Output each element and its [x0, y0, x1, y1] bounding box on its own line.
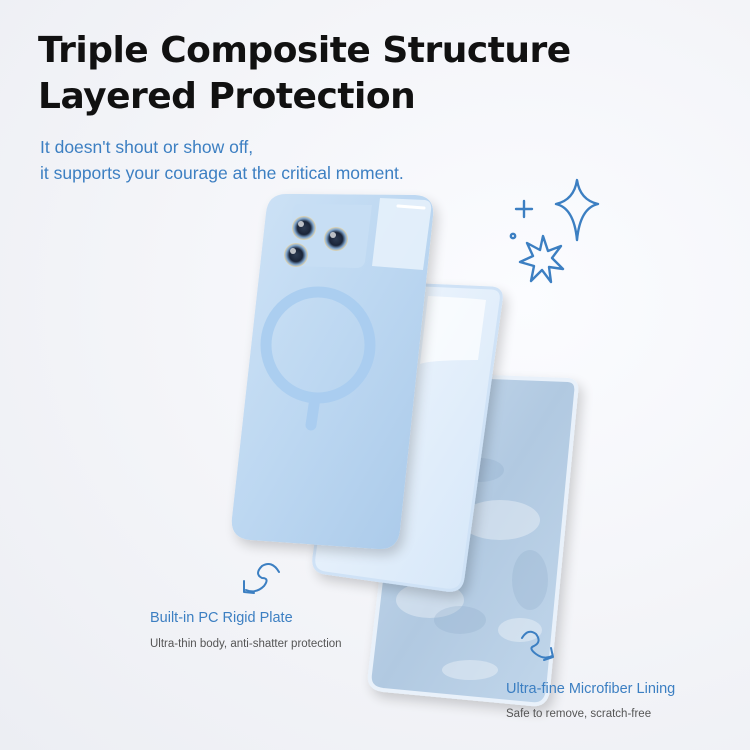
tagline-line-1: It doesn't shout or show off, [40, 137, 254, 157]
page-title: Triple Composite Structure Layered Prote… [38, 28, 571, 120]
feature-microfiber-lining: Ultra-fine Microfiber Lining Safe to rem… [506, 681, 675, 720]
tagline: It doesn't shout or show off, it support… [40, 134, 404, 186]
curved-arrow-down-right-icon [521, 630, 554, 661]
feature-pc-plate-title: Built-in PC Rigid Plate [150, 610, 293, 626]
feature-microfiber-lining-description: Safe to remove, scratch-free [506, 708, 652, 720]
magsafe-ring-icon [260, 286, 376, 431]
camera-lens-icon [284, 216, 348, 267]
page-title-line-1: Triple Composite Structure [38, 30, 571, 71]
feature-pc-plate: Built-in PC Rigid Plate Ultra-thin body,… [150, 610, 342, 650]
tagline-line-2: it supports your courage at the critical… [40, 163, 404, 183]
phone-case [231, 193, 434, 550]
feature-microfiber-lining-title: Ultra-fine Microfiber Lining [506, 681, 676, 697]
sparkles-icon [509, 178, 600, 284]
page-title-line-2: Layered Protection [38, 76, 416, 117]
feature-pc-plate-description: Ultra-thin body, anti-shatter protection [150, 638, 342, 650]
curved-arrow-down-left-icon [243, 563, 280, 594]
